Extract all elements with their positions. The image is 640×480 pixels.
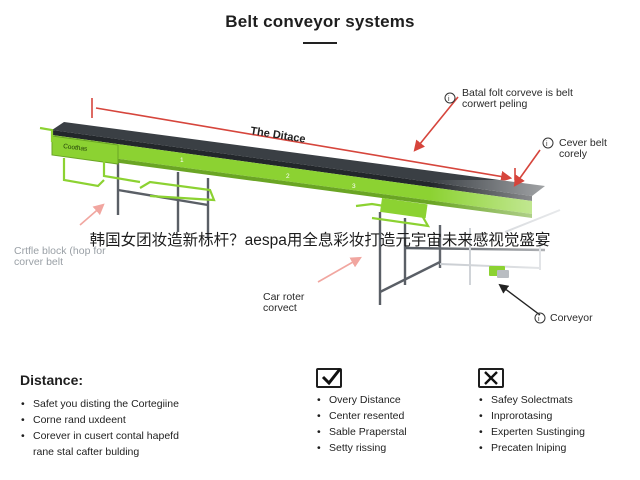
annotation-bottom-right: Corveyor: [550, 312, 593, 324]
overlay-caption: 韩国女团妆造新标杆？aespa用全息彩妆打造元宇宙未来感视觉盛宴: [89, 232, 551, 249]
annotation-arrow: [513, 149, 541, 187]
annotation-top-right: Batal folt corveve is belt corwert pelin…: [462, 87, 573, 110]
distance-label: The Ditace: [250, 125, 307, 146]
annotation-right: Cever belt corely: [559, 137, 607, 160]
list-item: Corever in cusert contal hapefd rane sta…: [20, 428, 179, 460]
segment-numbers: 1 2 3: [180, 157, 356, 190]
distance-list: Safet you disting the Cortegiine Corne r…: [20, 396, 179, 460]
frame-label: Coothas: [63, 143, 89, 153]
cross-section: Safey Solectmats Inprorotasing Experten …: [478, 368, 585, 456]
x-icon: [478, 368, 504, 388]
annotation-arrow: [79, 203, 105, 226]
annotation-left: Crtfle block (hop for corver belt: [14, 245, 106, 268]
list-item: Safey Solectmats: [478, 392, 585, 408]
conveyor-belt: [52, 122, 545, 201]
conveyor-component-icon: [489, 266, 509, 278]
fade-overlay: [430, 180, 640, 300]
distance-section: Distance: Safet you disting the Cortegii…: [20, 368, 179, 460]
info-icon: i: [534, 312, 546, 324]
list-item: Center resented: [316, 408, 407, 424]
svg-text:i: i: [448, 96, 450, 103]
cross-list: Safey Solectmats Inprorotasing Experten …: [478, 392, 585, 456]
svg-text:i: i: [538, 316, 540, 323]
annotation-center: Car roter corvect: [263, 291, 305, 314]
distance-heading: Distance:: [20, 372, 84, 388]
title-underline: [303, 42, 337, 44]
list-item-text: Corever in cusert contal hapefd rane sta…: [33, 430, 179, 458]
segment-number: 2: [286, 173, 290, 180]
list-item: Corne rand uxdeent: [20, 412, 179, 428]
annotation-arrow: [413, 96, 459, 152]
list-item: Overy Distance: [316, 392, 407, 408]
segment-number: 1: [180, 157, 184, 164]
list-item: Precaten lniping: [478, 440, 585, 456]
list-item: Inprorotasing: [478, 408, 585, 424]
check-section: Overy Distance Center resented Sable Pra…: [316, 368, 407, 456]
info-icon: i: [444, 92, 456, 104]
side-rail: [51, 135, 532, 218]
info-icon: i: [542, 137, 554, 149]
page-title: Belt conveyor systems: [225, 12, 415, 31]
guard-plate: [380, 198, 428, 219]
list-item: Experten Sustinging: [478, 424, 585, 440]
segment-number: 3: [352, 183, 356, 190]
svg-text:i: i: [546, 141, 548, 148]
annotation-arrow: [498, 283, 541, 316]
list-item: Sable Praperstal: [316, 424, 407, 440]
check-icon: [316, 368, 342, 388]
list-item: Setty rissing: [316, 440, 407, 456]
annotation-arrow: [317, 256, 362, 283]
list-item: Safet you disting the Cortegiine: [20, 396, 179, 412]
check-list: Overy Distance Center resented Sable Pra…: [316, 392, 407, 456]
